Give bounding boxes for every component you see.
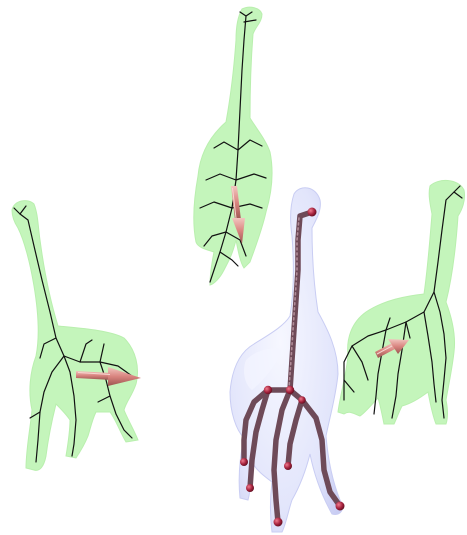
joint-foot xyxy=(284,462,292,470)
view-left xyxy=(12,201,141,471)
joint-hip-right xyxy=(286,386,294,394)
joint-head xyxy=(308,208,317,217)
joint-foot xyxy=(274,518,283,527)
joint-tail-tip xyxy=(336,502,345,511)
joint-tail-base xyxy=(298,396,306,404)
silhouette-right xyxy=(338,180,465,424)
view-right xyxy=(338,180,465,424)
joint-foot xyxy=(246,484,254,492)
joint-hip-left xyxy=(264,386,272,394)
joint-foot xyxy=(240,458,248,466)
view-top xyxy=(194,7,272,285)
